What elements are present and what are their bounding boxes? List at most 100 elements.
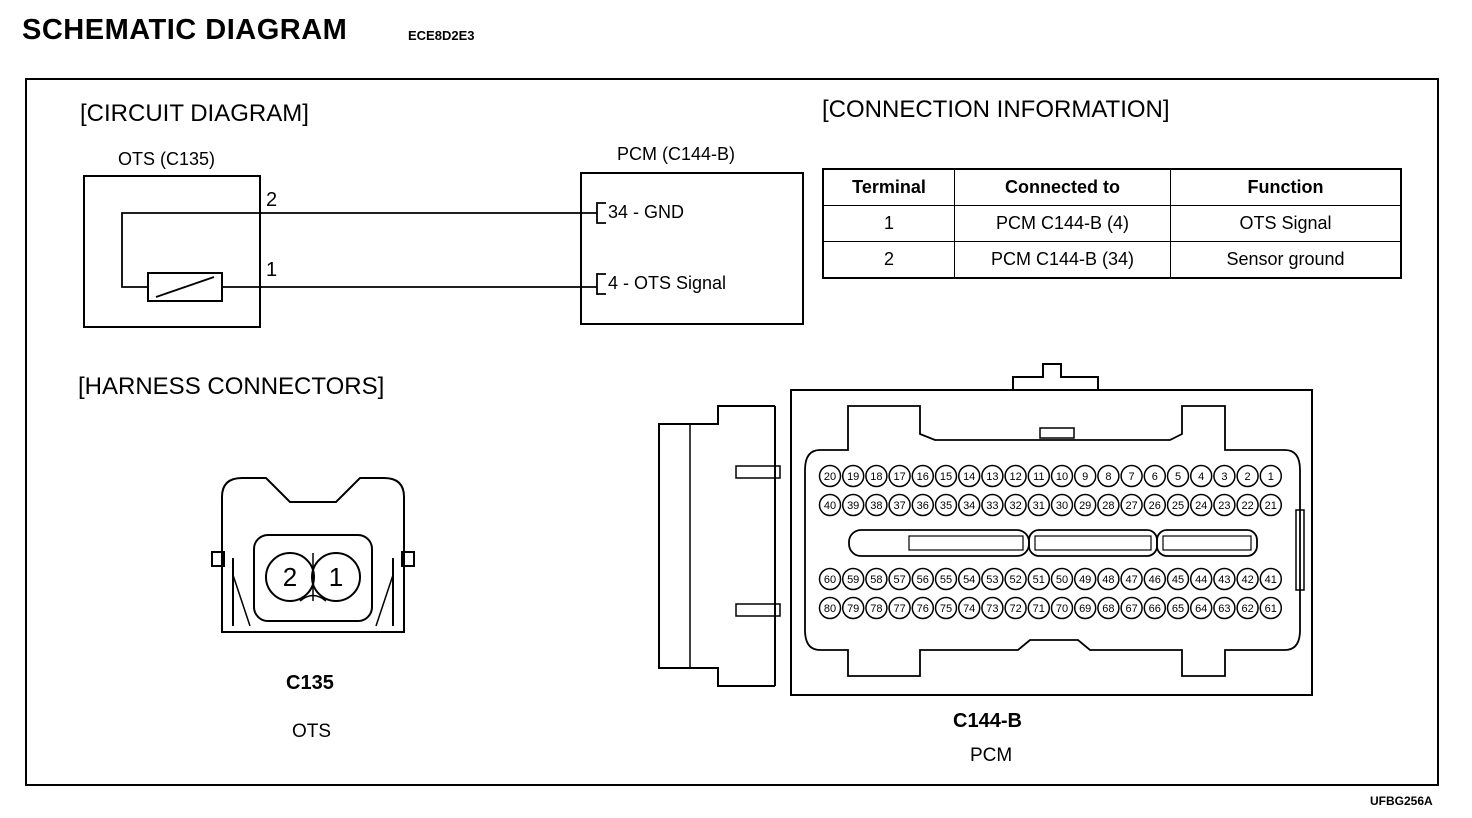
c144-pin-18 (865, 464, 888, 488)
c144-pin-label-36: 36 (917, 500, 929, 512)
c144-pin-58 (865, 567, 888, 591)
c144-pin-label-51: 51 (1033, 574, 1045, 586)
c144-pin-27 (1120, 493, 1143, 517)
c144-pin-label-24: 24 (1195, 500, 1207, 512)
c144-pin-label-17: 17 (893, 471, 905, 483)
c144-pin-30 (1050, 493, 1074, 517)
c144-pin-label-59: 59 (847, 574, 859, 586)
c144-pin-79 (841, 596, 865, 620)
c144-pin-label-54: 54 (963, 574, 975, 586)
c144-pin-65 (1166, 596, 1190, 620)
c144-pin-46 (1143, 567, 1167, 591)
c144-pin-label-25: 25 (1172, 500, 1184, 512)
pcm-terminal-4 (596, 273, 606, 295)
c144-pin-60 (818, 567, 842, 591)
c144-pin-4 (1189, 464, 1213, 488)
c144-pin-label-23: 23 (1218, 500, 1230, 512)
c144-pin-label-26: 26 (1149, 500, 1161, 512)
ots-internal-wire (121, 212, 262, 288)
c135-connector (211, 477, 415, 633)
c144-pin-label-75: 75 (940, 603, 952, 615)
c144-pin-label-72: 72 (1009, 603, 1021, 615)
c144-pin-label-71: 71 (1033, 603, 1045, 615)
c144-pin-label-55: 55 (940, 574, 952, 586)
c144-pin-12 (1004, 464, 1027, 488)
c144-pin-label-66: 66 (1149, 603, 1161, 615)
c144-pin-63 (1213, 596, 1236, 620)
cell-connected-to: PCM C144-B (4) (954, 205, 1171, 242)
c144-pin-33 (981, 493, 1004, 517)
connection-table-header: Terminal Connected to Function (822, 168, 1402, 206)
c144-connector-name: C144-B (953, 710, 1022, 732)
c144-pin-label-31: 31 (1033, 500, 1045, 512)
c144-pin-label-35: 35 (940, 500, 952, 512)
c144-pin-label-8: 8 (1105, 471, 1111, 483)
c144-pin-31 (1027, 493, 1051, 517)
harness-connectors-title: [HARNESS CONNECTORS] (78, 373, 385, 400)
c144-pin-62 (1236, 596, 1259, 620)
c144-pin-6 (1143, 464, 1167, 488)
c144-pin-57 (888, 567, 911, 591)
c144-pin-label-62: 62 (1241, 603, 1253, 615)
c144-pin-5 (1166, 464, 1190, 488)
c144-pin-label-16: 16 (917, 471, 929, 483)
pcm-box (580, 172, 804, 325)
c135-connector-desc: OTS (292, 721, 332, 742)
ots-component-label: OTS (C135) (118, 149, 216, 169)
diagram-frame (25, 78, 1439, 786)
c144-pin-20 (818, 464, 842, 488)
c144-pin-25 (1166, 493, 1190, 517)
c144-pin-label-50: 50 (1056, 574, 1068, 586)
c144-pin-14 (957, 464, 981, 488)
c144-pin-label-45: 45 (1172, 574, 1184, 586)
c144-pin-label-12: 12 (1009, 471, 1021, 483)
c144-pin-label-79: 79 (847, 603, 859, 615)
c144-pin-label-47: 47 (1125, 574, 1137, 586)
c144-pin-label-67: 67 (1125, 603, 1137, 615)
pcm-component-label: PCM (C144-B) (617, 144, 736, 164)
c135-pin-1: 1 (329, 562, 343, 592)
c144-pin-label-74: 74 (963, 603, 975, 615)
c144-pin-52 (1004, 567, 1027, 591)
c144-pin-59 (841, 567, 865, 591)
c144-pin-label-32: 32 (1009, 500, 1021, 512)
pcm-terminal-34 (596, 202, 606, 224)
c144-pin-label-63: 63 (1218, 603, 1230, 615)
header-terminal: Terminal (822, 168, 955, 206)
c144-pin-label-22: 22 (1241, 500, 1253, 512)
c144-pin-21 (1259, 493, 1283, 517)
c144-pin-13 (981, 464, 1004, 488)
c144-pin-label-29: 29 (1079, 500, 1091, 512)
c144-pin-label-21: 21 (1265, 500, 1277, 512)
c144-pin-label-2: 2 (1245, 471, 1251, 483)
c144-pin-23 (1213, 493, 1236, 517)
c144-pin-16 (911, 464, 935, 488)
c144-pin-label-11: 11 (1033, 471, 1044, 483)
c135-connector-name: C135 (286, 672, 334, 694)
c144-pin-label-28: 28 (1102, 500, 1114, 512)
c144-pin-label-73: 73 (986, 603, 998, 615)
c144-pin-label-53: 53 (986, 574, 998, 586)
c144-pin-label-61: 61 (1265, 603, 1277, 615)
figure-code: UFBG256A (1370, 794, 1433, 808)
header-connected-to: Connected to (954, 168, 1171, 206)
c144-pin-41 (1259, 567, 1283, 591)
c144-connector (658, 363, 1313, 696)
c144-pin-26 (1143, 493, 1167, 517)
c144-pin-label-20: 20 (824, 471, 836, 483)
c144-pin-10 (1050, 464, 1074, 488)
c144-pin-label-6: 6 (1152, 471, 1158, 483)
ots-pin-2-label: 2 (266, 189, 278, 211)
c144-pin-label-44: 44 (1195, 574, 1207, 586)
c144-pin-38 (865, 493, 888, 517)
c144-pin-label-4: 4 (1198, 471, 1204, 483)
c144-pin-53 (981, 567, 1004, 591)
c144-pin-label-70: 70 (1056, 603, 1068, 615)
page-title: SCHEMATIC DIAGRAM (22, 14, 348, 46)
c144-pin-40 (818, 493, 842, 517)
c144-pin-56 (911, 567, 935, 591)
c144-pin-label-34: 34 (963, 500, 975, 512)
c144-pin-label-57: 57 (893, 574, 905, 586)
c144-pin-19 (841, 464, 865, 488)
